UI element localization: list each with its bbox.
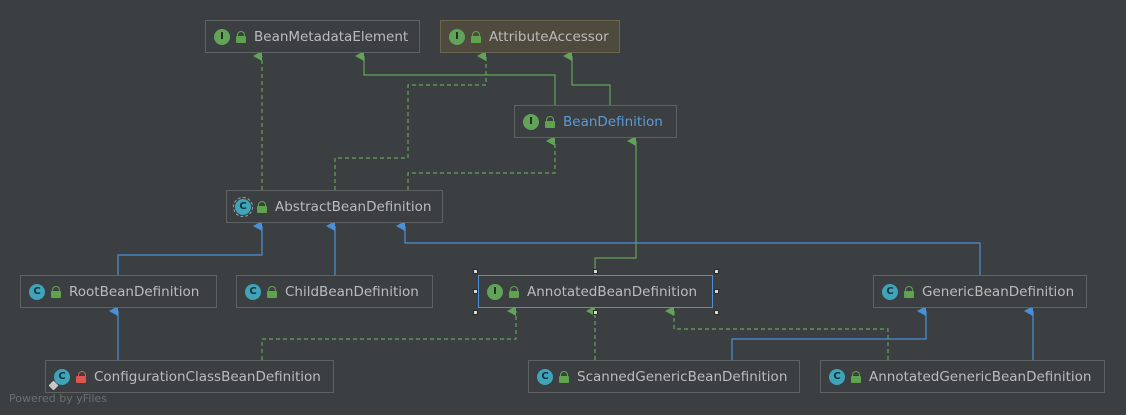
edge-abstract-implements-attributeaccessor: [334, 51, 487, 190]
edge-beandefinition-extends-beanmetadata: [355, 51, 556, 105]
interface-badge-icon: I: [487, 283, 503, 300]
selection-handle[interactable]: [473, 310, 478, 315]
selection-handle[interactable]: [593, 269, 598, 274]
node-label: ConfigurationClassBeanDefinition: [94, 368, 321, 385]
class-badge-icon: C: [245, 283, 261, 300]
node-label: ChildBeanDefinition: [285, 283, 419, 300]
yfiles-watermark: Powered by yFiles: [9, 392, 107, 405]
node-label: RootBeanDefinition: [69, 283, 200, 300]
unlocked-public-icon: [257, 200, 267, 213]
edge-generic-extends-abstract: [396, 221, 981, 275]
selection-handle[interactable]: [714, 269, 719, 274]
node-label: AnnotatedBeanDefinition: [527, 283, 698, 300]
node-root-bean-definition[interactable]: C RootBeanDefinition: [20, 275, 217, 308]
edge-beandefinition-extends-attributeaccessor: [563, 51, 611, 105]
interface-badge-icon: I: [214, 28, 230, 45]
abstract-class-badge-icon: C: [233, 196, 253, 217]
edge-annotatedgeneric-implements-annotated: [665, 306, 889, 360]
node-label: ScannedGenericBeanDefinition: [577, 368, 788, 385]
class-badge-icon: C: [829, 368, 845, 385]
node-annotated-bean-definition[interactable]: I AnnotatedBeanDefinition: [478, 275, 713, 308]
node-label: GenericBeanDefinition: [922, 283, 1075, 300]
node-label: BeanDefinition: [563, 113, 663, 130]
node-abstract-bean-definition[interactable]: C AbstractBeanDefinition: [226, 190, 443, 223]
node-attribute-accessor[interactable]: I AttributeAccessor: [440, 20, 620, 53]
class-badge-icon: C: [29, 283, 45, 300]
interface-badge-icon: I: [449, 28, 465, 45]
edge-root-extends-abstract: [117, 221, 263, 275]
selection-handle[interactable]: [473, 269, 478, 274]
unlocked-public-icon: [236, 30, 246, 43]
unlocked-public-icon: [851, 370, 861, 383]
unlocked-public-icon: [267, 285, 277, 298]
unlocked-public-icon: [904, 285, 914, 298]
selection-handle[interactable]: [473, 289, 478, 294]
unlocked-public-icon: [471, 30, 481, 43]
node-label: AnnotatedGenericBeanDefinition: [869, 368, 1092, 385]
node-generic-bean-definition[interactable]: C GenericBeanDefinition: [873, 275, 1087, 308]
selection-handle[interactable]: [714, 289, 719, 294]
selection-handle[interactable]: [593, 310, 598, 315]
unlocked-public-icon: [509, 285, 519, 298]
edge-scanned-extends-generic: [731, 306, 927, 360]
edge-annotated-extends-beandefinition: [594, 136, 637, 275]
node-label: AbstractBeanDefinition: [275, 198, 432, 215]
class-badge-icon: C: [48, 368, 70, 390]
unlocked-public-icon: [559, 370, 569, 383]
node-label: AttributeAccessor: [489, 28, 609, 45]
edge-configclass-implements-annotated: [261, 306, 517, 360]
interface-badge-icon: I: [523, 113, 539, 130]
edge-abstract-implements-beandefinition: [407, 136, 556, 190]
class-badge-icon: C: [537, 368, 553, 385]
node-bean-metadata-element[interactable]: I BeanMetadataElement: [205, 20, 420, 53]
class-badge-icon: C: [882, 283, 898, 300]
selection-handle[interactable]: [714, 310, 719, 315]
node-scanned-generic-bean-definition[interactable]: C ScannedGenericBeanDefinition: [528, 360, 800, 393]
unlocked-public-icon: [545, 115, 555, 128]
node-annotated-generic-bean-definition[interactable]: C AnnotatedGenericBeanDefinition: [820, 360, 1105, 393]
node-bean-definition[interactable]: I BeanDefinition: [514, 105, 677, 138]
node-configuration-class-bean-definition[interactable]: C ConfigurationClassBeanDefinition: [45, 360, 334, 393]
unlocked-public-icon: [51, 285, 61, 298]
node-label: BeanMetadataElement: [254, 28, 409, 45]
node-child-bean-definition[interactable]: C ChildBeanDefinition: [236, 275, 433, 308]
locked-private-icon: [76, 370, 86, 383]
